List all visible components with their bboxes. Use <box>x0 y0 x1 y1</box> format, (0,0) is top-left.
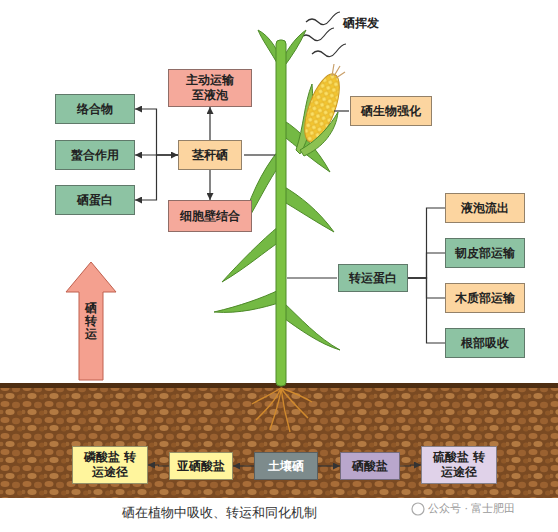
box-label: 硒蛋白 <box>77 193 113 208</box>
leader-lines <box>244 111 349 278</box>
transport-arrow <box>66 262 116 380</box>
arrow-connector <box>148 465 169 466</box>
species-box: 硒酸盐 <box>340 452 400 480</box>
box-label: 土壤硒 <box>268 459 304 474</box>
box-label: 转运蛋白 <box>349 271 397 286</box>
arrow-connector <box>135 109 178 155</box>
box-label: 磷酸盐 转运途径 <box>82 450 137 480</box>
box-label: 硒生物强化 <box>361 104 421 119</box>
illustration-part <box>281 186 334 232</box>
process-box: 螯合作用 <box>55 140 135 170</box>
volatilization-waves <box>300 12 346 57</box>
illustration-part <box>214 290 282 312</box>
annotation-label: 硒挥发 <box>343 16 379 32</box>
source-box: 土壤硒 <box>254 452 318 480</box>
illustration-part <box>332 64 345 78</box>
illustration-part <box>281 388 308 418</box>
process-box: 液泡流出 <box>445 193 525 223</box>
arrow-connector <box>318 465 340 466</box>
box-label: 韧皮部运输 <box>455 246 515 261</box>
illustration-part <box>281 302 340 350</box>
stem <box>276 40 286 386</box>
watermark: 公众号 · 富士肥田 <box>428 502 516 516</box>
process-box: 根部吸收 <box>445 328 525 358</box>
hub-box: 转运蛋白 <box>338 264 408 292</box>
hub-box: 茎秆硒 <box>178 140 242 170</box>
box-label: 细胞壁结合 <box>180 209 240 224</box>
box-label: 主动运输 至液泡 <box>182 73 237 103</box>
species-box: 亚硒酸盐 <box>169 452 233 480</box>
arrow-connector <box>400 465 421 466</box>
arrow-label: 硒转运 <box>85 302 97 342</box>
illustration-part <box>244 154 275 155</box>
box-label: 根部吸收 <box>461 336 509 351</box>
process-box: 主动运输 至液泡 <box>168 69 252 107</box>
bracket-connector <box>408 278 445 343</box>
arrow-connector <box>209 170 210 200</box>
watermark-icon <box>412 503 424 515</box>
pathway-box: 磷酸盐 转运途径 <box>72 446 148 484</box>
process-box: 韧皮部运输 <box>445 238 525 268</box>
box-label: 硒酸盐 <box>352 459 388 474</box>
corn-ear <box>296 64 347 156</box>
illustration-part <box>306 12 340 25</box>
process-box: 硒蛋白 <box>55 185 135 215</box>
box-label: 络合物 <box>77 102 113 117</box>
process-box: 硒生物强化 <box>350 96 432 126</box>
arrow-connector <box>135 155 178 200</box>
illustration-part <box>222 226 282 282</box>
pathway-box: 硫酸盐 转运途径 <box>421 446 497 484</box>
box-label: 茎秆硒 <box>192 148 228 163</box>
illustration-part <box>334 110 349 111</box>
process-box: 细胞壁结合 <box>168 200 252 232</box>
box-label: 液泡流出 <box>461 201 509 216</box>
box-label: 螯合作用 <box>71 148 119 163</box>
bracket-connector <box>408 253 445 278</box>
box-label: 硫酸盐 转运途径 <box>431 450 486 480</box>
soil-band <box>0 386 558 498</box>
arrow-connector <box>209 107 210 140</box>
illustration-part <box>252 388 281 404</box>
illustration-part <box>300 28 334 41</box>
illustration-part <box>281 388 312 402</box>
illustration-part <box>300 112 338 156</box>
process-box: 络合物 <box>55 94 135 124</box>
box-label: 亚硒酸盐 <box>177 459 225 474</box>
figure-caption: 硒在植物中吸收、转运和同化机制 <box>0 504 558 522</box>
process-box: 木质部运输 <box>445 283 525 313</box>
roots <box>252 388 312 432</box>
illustration-part <box>312 44 346 57</box>
box-label: 木质部运输 <box>455 291 515 306</box>
arrow-connector <box>233 465 254 466</box>
illustration-part <box>287 277 337 278</box>
bracket-connector <box>408 208 445 278</box>
illustration-part <box>270 388 281 430</box>
